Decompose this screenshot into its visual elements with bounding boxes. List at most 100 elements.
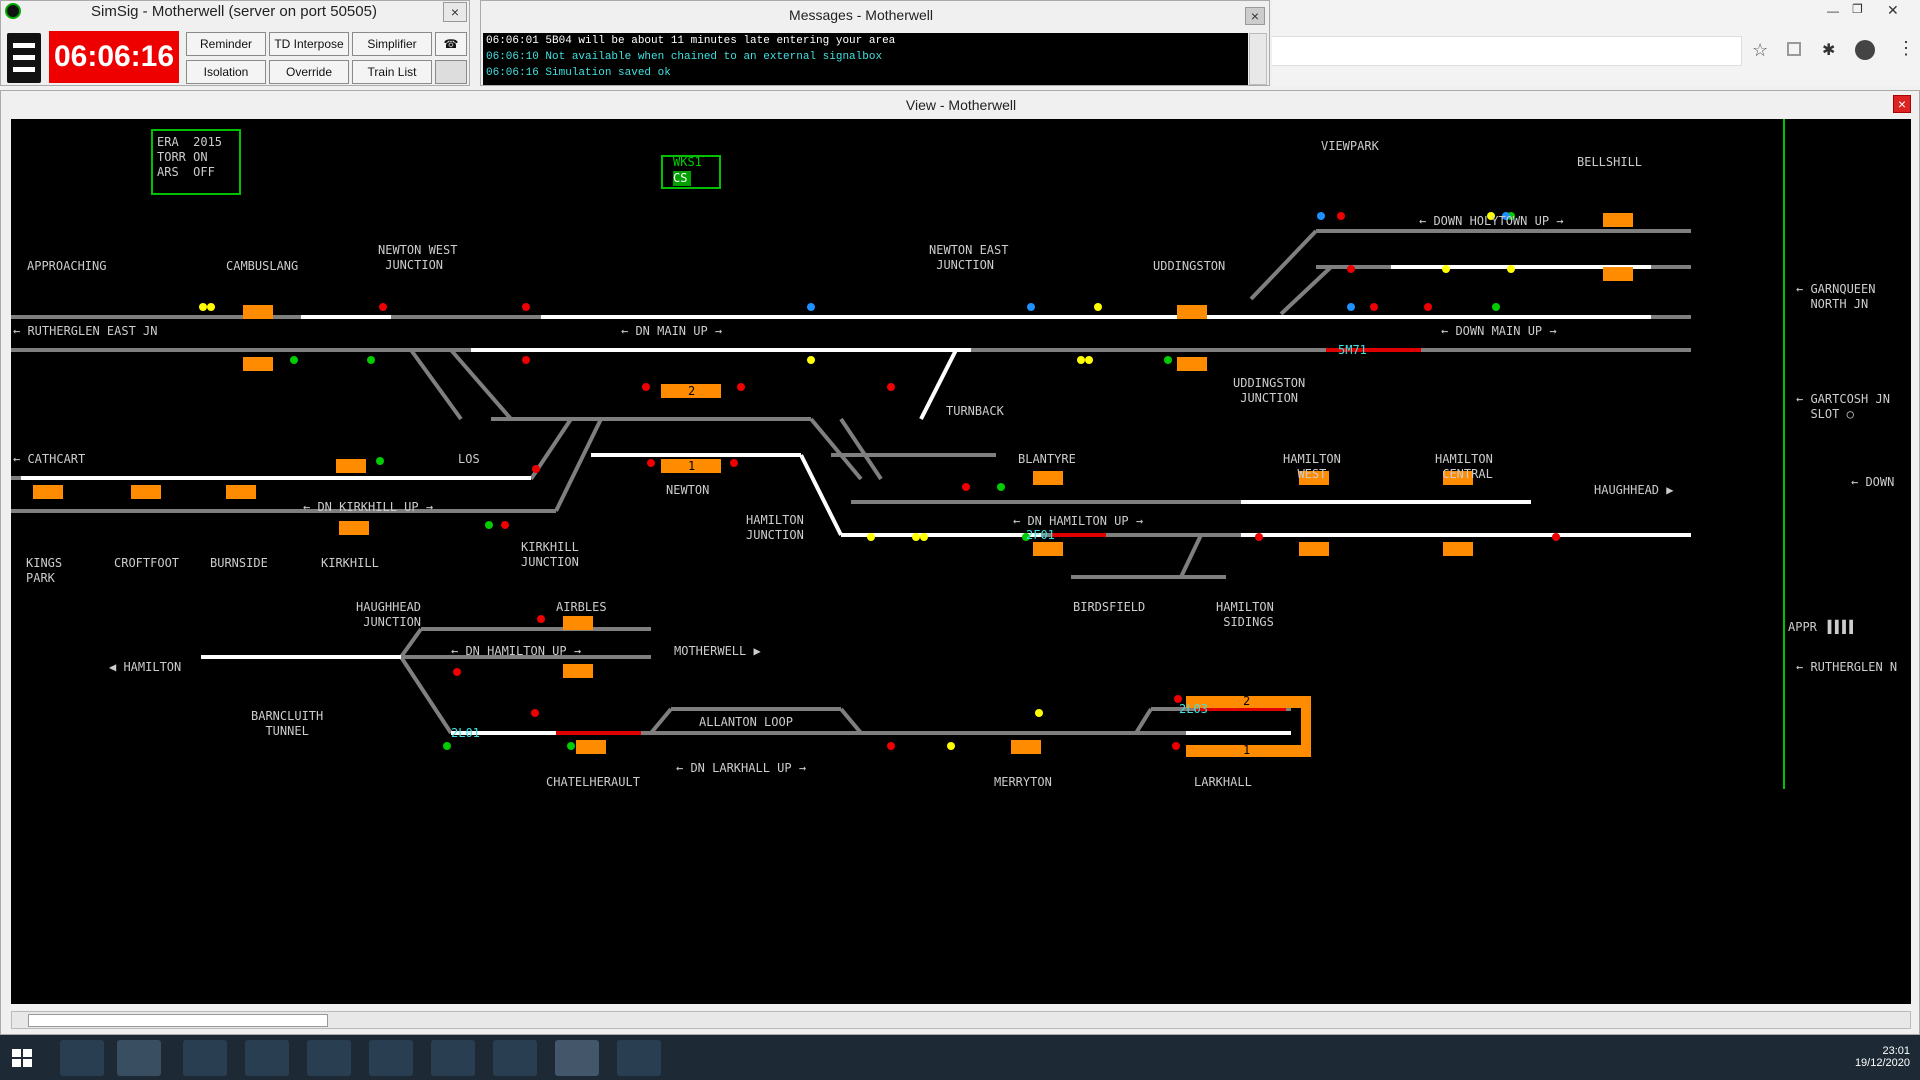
hp-icon[interactable] — [431, 1040, 475, 1076]
dn-hamilton-up-2-label: ← DN HAMILTON UP → — [451, 644, 582, 658]
chrome-icon[interactable] — [493, 1040, 537, 1076]
view-window: View - Motherwell × — [0, 90, 1920, 1035]
store-icon[interactable] — [307, 1040, 351, 1076]
ie-icon[interactable] — [60, 1040, 104, 1076]
photos-icon[interactable] — [245, 1040, 289, 1076]
close-icon[interactable]: ✕ — [1887, 2, 1899, 18]
turnback-label: TURNBACK — [946, 404, 1004, 418]
wks-indicator[interactable]: WKS1 CS — [661, 155, 721, 189]
ars-line: ARS OFF — [157, 165, 215, 179]
cathcart-label: ← CATHCART — [13, 452, 86, 466]
chatelherault-label: CHATELHERAULT — [546, 775, 640, 789]
simplifier-button[interactable]: Simplifier — [352, 32, 432, 56]
motherwell-label: MOTHERWELL ▶ — [674, 644, 761, 658]
reminder-button[interactable]: Reminder — [186, 32, 266, 56]
telephone-button[interactable]: ☎ — [435, 32, 467, 56]
star-icon[interactable]: ☆ — [1752, 40, 1769, 60]
menu-icon — [13, 43, 35, 48]
train-berth[interactable]: 2F01 — [1026, 528, 1055, 542]
scrollbar-thumb[interactable] — [28, 1014, 328, 1027]
tray-date: 19/12/2020 — [1854, 1057, 1910, 1069]
newton-label: NEWTON — [666, 483, 710, 497]
wks-label: WKS1 — [673, 155, 702, 169]
hamilton-sidings-label: HAMILTON SIDINGS — [1216, 600, 1274, 629]
taskbar: 23:01 19/12/2020 — [0, 1035, 1920, 1080]
era-line: ERA 2015 — [157, 135, 223, 149]
media-icon[interactable] — [183, 1040, 227, 1076]
restore-icon[interactable]: ❐ — [1852, 2, 1863, 16]
hamilton-jn-label: HAMILTON JUNCTION — [746, 513, 804, 542]
chrome-icon-2[interactable] — [617, 1040, 661, 1076]
train-berth[interactable]: 5M71 — [1338, 343, 1367, 357]
platform-number: 1 — [1243, 743, 1251, 757]
torr-line: TORR ON — [157, 150, 208, 164]
gartcosh-label: ← GARTCOSH JN SLOT ○ — [1796, 392, 1890, 421]
uddingston-label: UDDINGSTON — [1153, 259, 1226, 273]
platform-number: 2 — [688, 384, 696, 398]
system-tray[interactable]: 23:01 19/12/2020 — [1760, 1039, 1910, 1077]
newton-west-label: NEWTON WEST JUNCTION — [378, 243, 458, 272]
address-bar[interactable] — [1272, 36, 1742, 66]
approaching-label: APPROACHING — [27, 259, 107, 273]
td-interpose-button[interactable]: TD Interpose — [269, 32, 349, 56]
hamilton-central-label: HAMILTON CENTRAL — [1435, 452, 1493, 481]
appr-label: APPR ▐▐▐▐ — [1788, 620, 1854, 634]
minimize-icon[interactable]: — — [1827, 4, 1839, 18]
bellshill-label: BELLSHILL — [1577, 155, 1643, 169]
isolation-button[interactable]: Isolation — [186, 60, 266, 84]
hamilton-west-label: HAMILTON WEST — [1283, 452, 1341, 481]
rutherglen-n-label: ← RUTHERGLEN N — [1796, 660, 1898, 674]
view-horizontal-scrollbar[interactable] — [11, 1011, 1911, 1029]
sim-clock[interactable]: 06:06:16 — [49, 31, 179, 83]
train-berth[interactable]: 2L01 — [451, 726, 480, 740]
message-line: 06:06:10 Not available when chained to a… — [486, 51, 883, 63]
dn-larkhall-up-label: ← DN LARKHALL UP → — [676, 761, 807, 775]
down-label: ← DOWN — [1851, 475, 1895, 489]
dn-kirkhill-up-label: ← DN KIRKHILL UP → — [303, 500, 434, 514]
windows-start-icon[interactable] — [4, 1043, 40, 1073]
kebab-menu-icon[interactable]: ⋮ — [1897, 38, 1915, 58]
paint-icon[interactable] — [117, 1040, 161, 1076]
view-close-button[interactable]: × — [1893, 95, 1911, 113]
uddingston-jn-label: UDDINGSTON JUNCTION — [1233, 376, 1306, 405]
dn-hamilton-up-label: ← DN HAMILTON UP → — [1013, 514, 1144, 528]
viewpark-label: VIEWPARK — [1321, 139, 1379, 153]
browser-background: ☆ ✱ ⋮ — ❐ ✕ — [1272, 0, 1920, 86]
message-line: 06:06:16 Simulation saved ok — [486, 67, 671, 79]
haughhead-jn-label: HAUGHHEAD JUNCTION — [356, 600, 422, 629]
track-diagram — [11, 119, 1785, 789]
train-berth[interactable]: 2L03 — [1179, 702, 1208, 716]
messages-window: Messages - Motherwell × 06:06:01 5B04 wi… — [480, 0, 1270, 86]
message-line: 06:06:01 5B04 will be about 11 minutes l… — [486, 35, 896, 47]
message-log[interactable]: 06:06:01 5B04 will be about 11 minutes l… — [483, 33, 1248, 85]
avatar[interactable] — [1855, 40, 1875, 60]
simsig-logo-icon — [5, 3, 21, 19]
kings-park-label: KINGS PARK — [26, 556, 63, 585]
simsig-taskbar-icon[interactable] — [555, 1040, 599, 1076]
platform-number: 1 — [688, 459, 696, 473]
merryton-label: MERRYTON — [994, 775, 1052, 789]
folder-icon[interactable] — [369, 1040, 413, 1076]
era-status-box[interactable]: ERA 2015 TORR ON ARS OFF — [151, 129, 241, 195]
tray-time: 23:01 — [1882, 1045, 1910, 1057]
dn-main-up-label: ← DN MAIN UP → — [621, 324, 723, 338]
messages-title: Messages - Motherwell — [789, 7, 933, 23]
cambuslang-label: CAMBUSLANG — [226, 259, 299, 273]
down-holytown-up-label: ← DOWN HOLYTOWN UP → — [1419, 214, 1564, 228]
extra-button[interactable] — [435, 60, 467, 84]
barncluith-label: BARNCLUITH TUNNEL — [251, 709, 324, 738]
puzzle-icon[interactable]: ✱ — [1822, 42, 1836, 59]
control-titlebar: SimSig - Motherwell (server on port 5050… — [1, 1, 471, 23]
message-scrollbar[interactable] — [1249, 33, 1267, 85]
messages-close-button[interactable]: × — [1245, 7, 1265, 25]
control-close-button[interactable]: × — [443, 2, 467, 22]
allanton-loop-label: ALLANTON LOOP — [699, 715, 793, 729]
airbles-label: AIRBLES — [556, 600, 607, 614]
override-button[interactable]: Override — [269, 60, 349, 84]
menu-button[interactable] — [7, 33, 41, 83]
extension-icon[interactable] — [1787, 42, 1801, 56]
hamilton-label: ◀ HAMILTON — [109, 660, 182, 674]
signal-panel[interactable]: ERA 2015 TORR ON ARS OFF WKS1 CS APPROAC… — [11, 119, 1911, 1004]
control-window: SimSig - Motherwell (server on port 5050… — [0, 0, 470, 86]
train-list-button[interactable]: Train List — [352, 60, 432, 84]
